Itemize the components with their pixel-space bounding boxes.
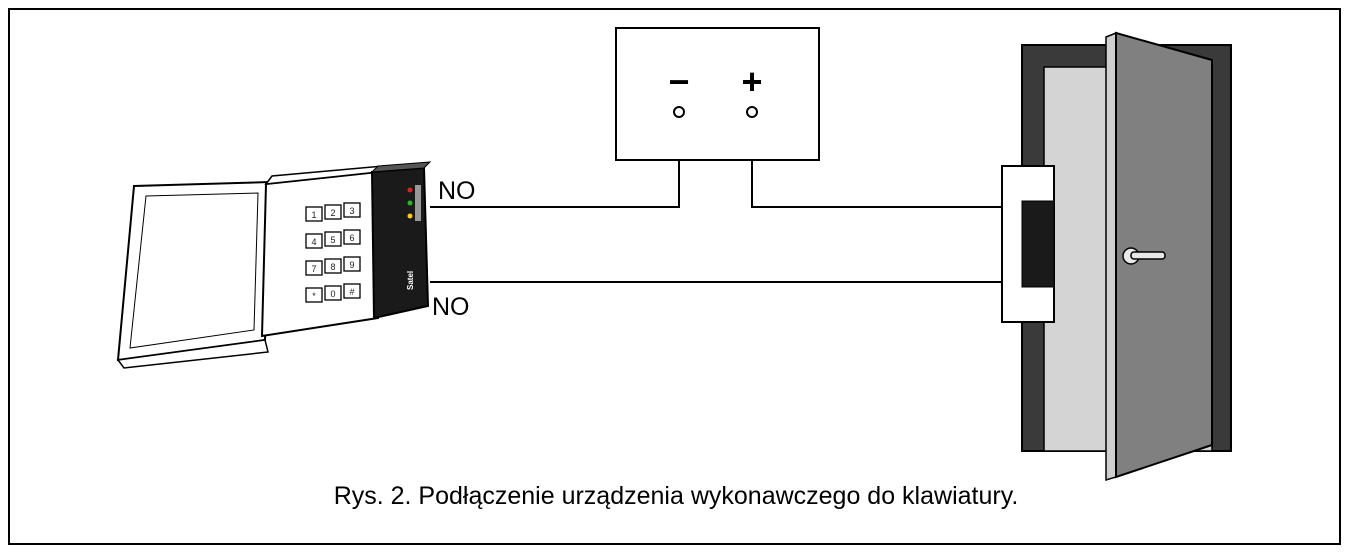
keypad-flap-inner xyxy=(129,192,259,349)
power-supply-box xyxy=(615,27,820,161)
wire-label-no-top: NO xyxy=(438,177,476,205)
keypad-led-icon xyxy=(407,200,413,206)
keypad-flap-bottom xyxy=(116,339,269,369)
keypad-key-label: 6 xyxy=(349,233,354,243)
keypad-key-label: 4 xyxy=(311,237,316,247)
keypad-key-label: 5 xyxy=(330,235,335,245)
keypad-key-label: 2 xyxy=(330,208,335,218)
electric-strike-body xyxy=(1021,200,1055,288)
keypad-key-label: 9 xyxy=(349,260,354,270)
keypad-icon-strip xyxy=(415,185,421,221)
power-supply: − + xyxy=(615,27,820,161)
figure-caption: Rys. 2. Podłączenie urządzenia wykonawcz… xyxy=(334,482,1019,510)
keypad-key xyxy=(343,202,361,218)
keypad-key xyxy=(324,285,342,301)
wire-label-no-bottom: NO xyxy=(432,293,470,321)
keypad-key xyxy=(324,258,342,274)
keypad-keys: 1 2 3 4 5 6 7 8 9 * 0 # xyxy=(305,202,361,303)
keypad-body xyxy=(260,170,379,338)
plus-terminal-icon xyxy=(746,106,758,118)
keypad-key xyxy=(305,206,323,222)
keypad-brand: Satel xyxy=(406,271,415,290)
keypad-key-label: 3 xyxy=(349,206,354,216)
plus-terminal-label: + xyxy=(741,61,762,102)
door-leaf-edge xyxy=(1105,31,1117,482)
keypad-led-icon xyxy=(407,213,413,219)
keypad-led-icon xyxy=(407,187,413,193)
keypad: Satel 1 2 3 4 5 6 7 8 9 * 0 # xyxy=(116,161,432,369)
keypad-key xyxy=(343,256,361,272)
keypad-key-label: 0 xyxy=(330,289,335,299)
keypad-key xyxy=(343,283,361,299)
keypad-key-label: 7 xyxy=(311,264,316,274)
minus-terminal-label: − xyxy=(668,61,689,102)
keypad-key-label: 1 xyxy=(311,210,316,220)
minus-terminal-icon xyxy=(673,106,685,118)
keypad-key xyxy=(305,287,323,303)
door xyxy=(1001,31,1232,482)
keypad-key xyxy=(343,229,361,245)
keypad-key xyxy=(305,260,323,276)
keypad-key-label: 8 xyxy=(330,262,335,272)
keypad-key xyxy=(324,204,342,220)
keypad-key-label: * xyxy=(312,291,316,301)
door-handle-icon xyxy=(1130,251,1166,260)
keypad-key-label: # xyxy=(349,287,354,297)
keypad-key xyxy=(305,233,323,249)
keypad-key xyxy=(324,231,342,247)
keypad-front-top xyxy=(370,161,432,173)
